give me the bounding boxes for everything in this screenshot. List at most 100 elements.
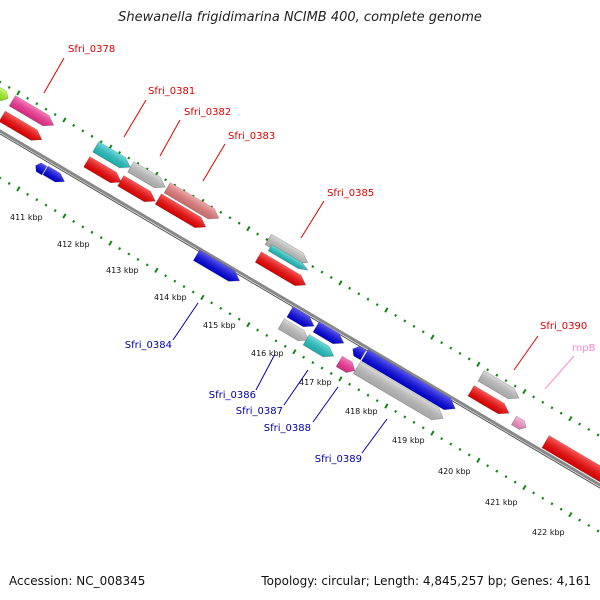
gene-arrow[interactable] <box>477 370 522 404</box>
gene-arrow[interactable] <box>350 344 367 361</box>
label-leader-line <box>283 369 309 406</box>
upper-track-tick <box>384 307 389 313</box>
gene-arrow[interactable] <box>254 251 308 290</box>
gene-label[interactable]: Sfri_0390 <box>540 321 587 332</box>
gene-arrow[interactable] <box>267 244 309 273</box>
upper-track-tick <box>228 216 232 220</box>
topology-summary: Topology: circular; Length: 4,845,257 bp… <box>261 574 591 588</box>
gene-label[interactable]: Sfri_0381 <box>148 86 195 97</box>
upper-track-tick <box>587 427 591 432</box>
lower-track-tick <box>292 349 297 355</box>
map-title: Shewanella frigidimarina NCIMB 400, comp… <box>118 10 482 25</box>
upper-track-tick <box>522 388 527 395</box>
lower-track-tick <box>81 225 85 229</box>
gene-arrow[interactable] <box>0 110 45 145</box>
lower-track-tick <box>283 344 287 348</box>
upper-track-tick <box>256 232 260 236</box>
gene-arrow[interactable] <box>360 349 458 415</box>
gene-arrow[interactable] <box>541 435 600 489</box>
kbp-label: 413 kbp <box>106 266 139 275</box>
label-leader-line <box>123 99 147 138</box>
lower-track-tick <box>338 376 343 382</box>
gene-label[interactable]: Sfri_0386 <box>209 390 256 401</box>
lower-track-tick <box>476 457 481 463</box>
gene-arrow[interactable] <box>117 175 159 207</box>
gene-label[interactable]: Sfri_0387 <box>236 406 283 417</box>
gene-label[interactable]: Sfri_0388 <box>264 423 311 434</box>
lower-track-tick <box>62 213 67 219</box>
gene-label[interactable]: Sfri_0389 <box>315 454 362 465</box>
upper-track-tick <box>550 406 554 410</box>
gene-arrow[interactable] <box>0 86 11 104</box>
gene-arrow[interactable] <box>335 355 358 375</box>
lower-track-tick <box>26 192 30 196</box>
lower-track-tick <box>108 240 113 246</box>
gene-arrow[interactable] <box>192 249 242 286</box>
label-leader-line <box>43 57 65 94</box>
lower-track-tick <box>256 328 260 332</box>
gene-label[interactable]: Sfri_0385 <box>327 188 374 199</box>
lower-track-tick <box>578 518 582 522</box>
lower-track-tick <box>550 502 554 506</box>
lower-track-tick <box>449 442 453 446</box>
gene-label[interactable]: Sfri_0383 <box>228 131 275 142</box>
lower-track-tick <box>0 176 2 180</box>
lower-track-tick <box>90 230 94 234</box>
gene-arrow[interactable] <box>302 334 337 362</box>
lower-track-tick <box>486 464 490 468</box>
upper-track-tick <box>504 379 508 383</box>
lower-track-tick <box>219 306 223 310</box>
kbp-label: 414 kbp <box>154 293 187 302</box>
upper-track-tick <box>81 129 85 133</box>
gene-arrow[interactable] <box>42 165 67 186</box>
upper-track-tick <box>430 334 435 340</box>
label-leader-line <box>312 386 339 423</box>
lower-track-tick <box>375 399 379 403</box>
gene-label[interactable]: rnpB <box>572 343 596 354</box>
upper-track-tick <box>440 341 444 345</box>
lower-track-tick <box>182 285 186 289</box>
gene-arrow[interactable] <box>83 156 125 188</box>
gene-label[interactable]: Sfri_0378 <box>68 44 115 55</box>
upper-track-tick <box>329 275 333 280</box>
lower-track-tick <box>191 290 195 294</box>
upper-track-tick <box>90 134 94 138</box>
gene-arrow[interactable] <box>33 161 48 176</box>
lower-track-tick <box>72 219 76 223</box>
gene-arrow[interactable] <box>286 306 317 332</box>
lower-track-tick <box>35 198 39 202</box>
gene-arrow[interactable] <box>8 95 56 131</box>
kbp-label: 420 kbp <box>438 467 471 476</box>
lower-track-tick <box>173 279 177 283</box>
gene-arrow[interactable] <box>264 233 311 268</box>
upper-track-tick <box>7 85 11 89</box>
lower-track-tick <box>384 403 389 409</box>
gene-arrow[interactable] <box>154 193 208 232</box>
gene-arrow[interactable] <box>127 161 169 193</box>
lower-track-tick <box>127 252 131 256</box>
label-leader-line <box>159 119 181 157</box>
gene-label[interactable]: Sfri_0382 <box>184 107 231 118</box>
lower-track-tick <box>44 203 48 207</box>
gene-arrow[interactable] <box>277 318 312 346</box>
lower-track-tick <box>596 529 600 533</box>
lower-track-tick <box>403 415 407 419</box>
lower-track-tick <box>467 453 471 457</box>
gene-arrow[interactable] <box>163 182 222 224</box>
gene-label[interactable]: Sfri_0384 <box>125 340 172 351</box>
lower-track-tick <box>237 317 241 321</box>
lower-track-tick <box>495 469 499 473</box>
upper-track-tick <box>348 286 352 290</box>
lower-track-tick <box>99 236 103 240</box>
gene-arrow[interactable] <box>510 415 528 432</box>
backbone <box>0 129 600 489</box>
gene-arrow[interactable] <box>352 361 446 425</box>
gene-arrow[interactable] <box>312 321 347 349</box>
gene-features <box>0 86 600 489</box>
lower-track-tick <box>7 181 11 185</box>
upper-track-tick <box>118 151 122 155</box>
gene-arrow[interactable] <box>467 385 512 419</box>
gene-arrow[interactable] <box>92 141 134 173</box>
upper-track-tick <box>559 411 563 415</box>
